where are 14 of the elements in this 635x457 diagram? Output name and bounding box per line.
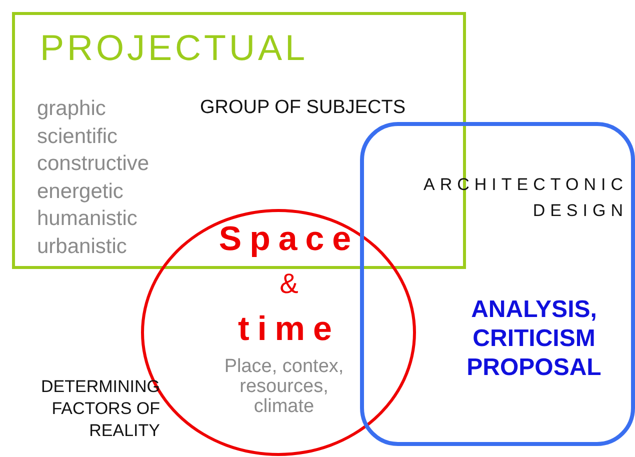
- group-heading: PROJECTUAL: [40, 29, 310, 67]
- circle-body: Place, contex, resources, climate: [223, 357, 345, 417]
- subject-list-item: urbanistic: [37, 236, 128, 258]
- subject-list-item: energetic: [37, 180, 124, 203]
- subject-list-item: graphic: [37, 98, 107, 120]
- subject-list-item: humanistic: [37, 208, 138, 230]
- ampersand: &: [278, 269, 300, 298]
- design-body: ANALYSIS, CRITICISM PROPOSAL: [466, 296, 602, 382]
- subject-list-item: constructive: [37, 153, 150, 176]
- subject-list-item: scientific: [37, 126, 119, 148]
- design-box: [360, 122, 635, 446]
- group-label: GROUP OF SUBJECTS: [200, 98, 407, 118]
- circle-heading: Space: [218, 222, 360, 258]
- circle-heading: time: [237, 312, 341, 348]
